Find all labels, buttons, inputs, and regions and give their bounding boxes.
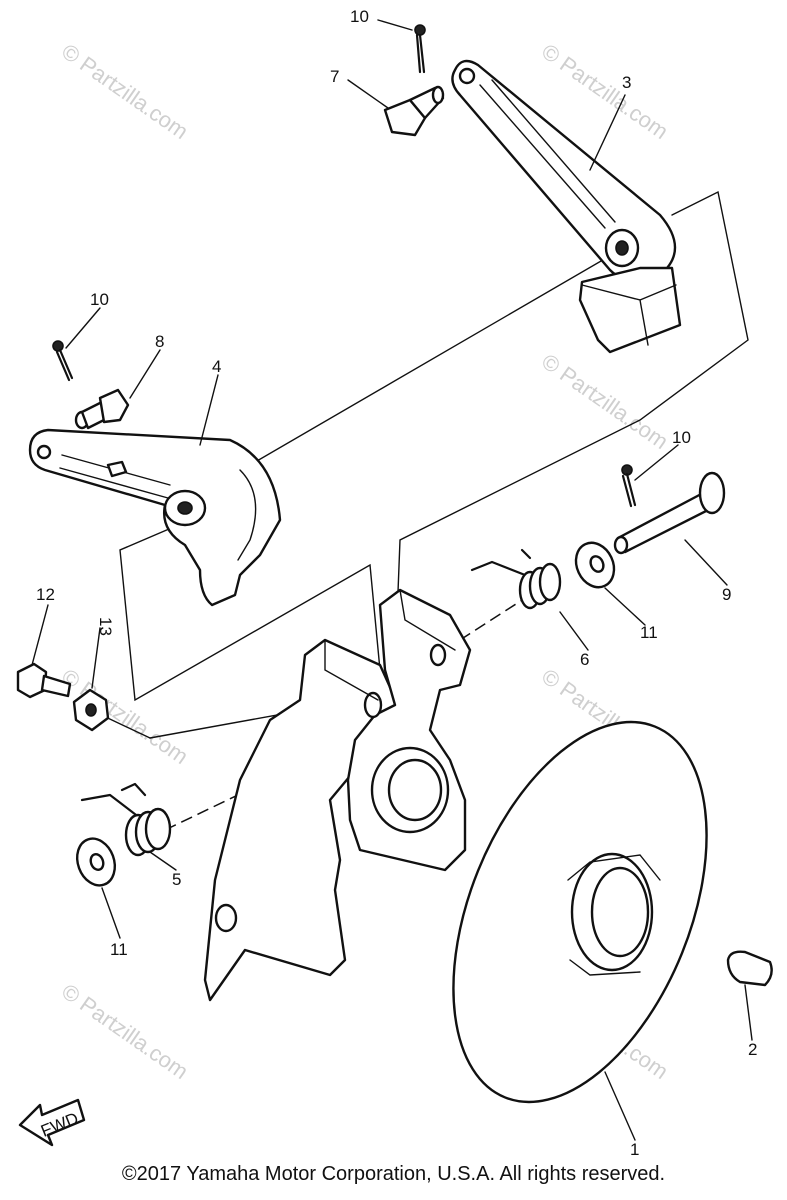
part-8-pin	[74, 388, 130, 430]
callout-10: 10	[672, 428, 691, 447]
part-7-pin	[383, 85, 445, 137]
watermark: © Partzilla.com	[537, 39, 673, 145]
callout-10: 10	[90, 290, 109, 309]
part-9-pin	[613, 471, 726, 555]
part-11-washer-left	[75, 837, 117, 887]
callout-10: 10	[350, 7, 369, 26]
callout-11: 11	[640, 623, 658, 642]
part-11-washer-right	[574, 541, 616, 589]
callout-3: 3	[622, 73, 631, 92]
watermark: © Partzilla.com	[57, 39, 193, 145]
callout-labels: 10 7 3 10 8 4 10 9 11 6 12 13 5 11 2 1	[36, 7, 757, 1159]
part-4-arm	[28, 428, 282, 607]
callout-13: 13	[96, 617, 115, 636]
part-10-cotter-pin-top	[414, 24, 426, 74]
callout-8: 8	[155, 332, 164, 351]
watermark: © Partzilla.com	[537, 349, 673, 455]
part-1-sheave	[452, 720, 708, 1104]
callout-4: 4	[212, 357, 221, 376]
callout-12: 12	[36, 585, 55, 604]
callout-11: 11	[110, 940, 128, 959]
part-6-spring	[470, 548, 562, 610]
callout-9: 9	[722, 585, 731, 604]
callout-2: 2	[748, 1040, 757, 1059]
watermark: © Partzilla.com	[57, 979, 193, 1085]
part-10-cotter-pin-left	[52, 340, 74, 382]
callout-6: 6	[580, 650, 589, 669]
part-3-arm	[451, 59, 682, 354]
part-5-spring	[80, 782, 172, 857]
callout-7: 7	[330, 67, 339, 86]
callout-1: 1	[630, 1140, 639, 1159]
callout-5: 5	[172, 870, 181, 889]
part-10-cotter-pin-right	[621, 464, 637, 508]
housing	[203, 588, 472, 1002]
copyright-notice: ©2017 Yamaha Motor Corporation, U.S.A. A…	[121, 1163, 666, 1185]
part-2-key	[726, 950, 773, 987]
fwd-arrow: FWD	[18, 1098, 86, 1147]
part-12-bolt	[16, 662, 72, 699]
leader-lines	[31, 19, 753, 1141]
part-13-nut	[72, 688, 110, 732]
